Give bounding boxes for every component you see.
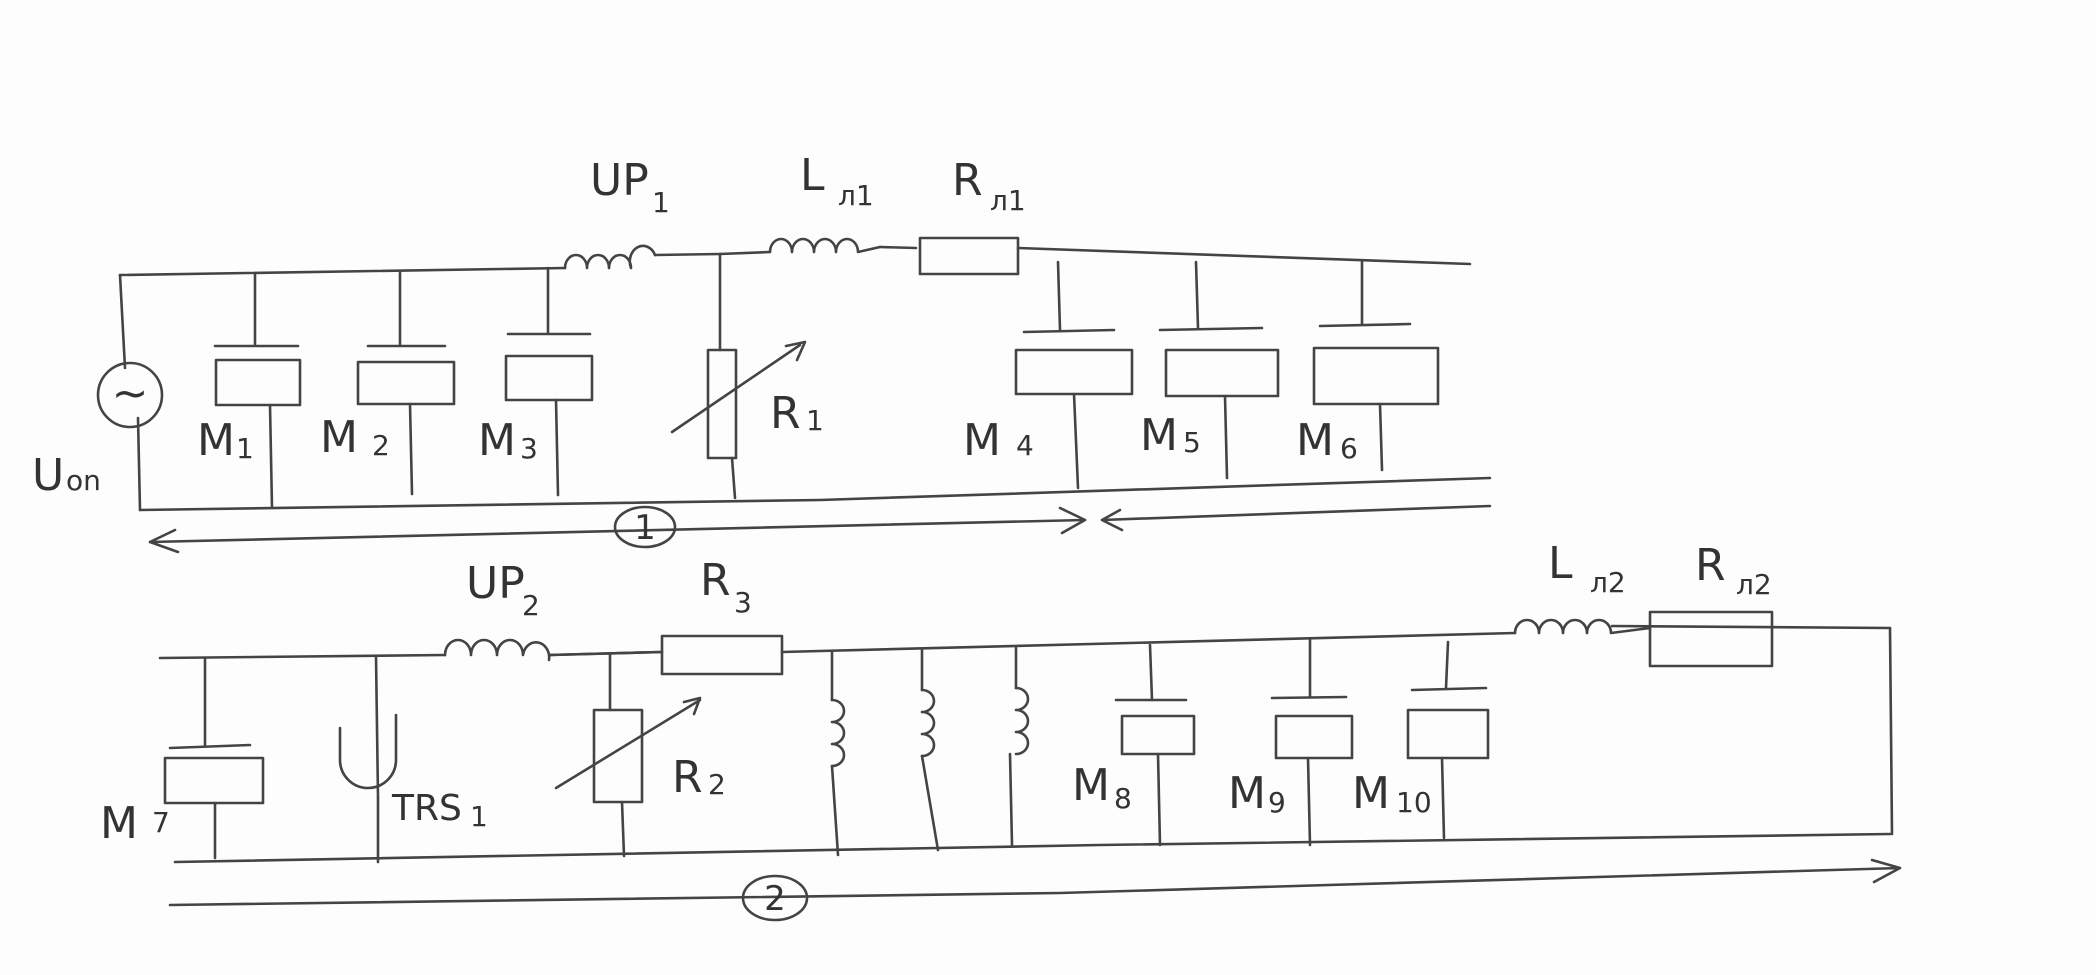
line-inductance-2-icon [1513, 618, 1652, 635]
svg-text:10: 10 [1396, 786, 1432, 819]
svg-text:л2: л2 [1590, 566, 1626, 599]
source-label: U [32, 450, 64, 501]
line-resistance-2-icon [1648, 610, 1774, 668]
circuit-number-1: 1 [613, 505, 677, 549]
transformer-icon [338, 713, 398, 790]
svg-text:4: 4 [1016, 429, 1034, 462]
svg-text:8: 8 [1114, 782, 1132, 815]
arrow-right-2-icon [168, 858, 1902, 907]
transformer-trs1 [338, 654, 398, 864]
svg-text:R: R [700, 555, 731, 606]
svg-text:L: L [1548, 538, 1573, 589]
svg-text:1: 1 [806, 404, 824, 437]
bus-bottom-2 [173, 832, 1892, 864]
motor-m6 [1312, 260, 1440, 472]
svg-text:R: R [770, 388, 801, 439]
source-label-sub: on [66, 464, 101, 497]
motor-m1 [213, 271, 302, 510]
svg-text:M: M [1140, 410, 1178, 461]
svg-text:M: M [478, 415, 516, 466]
motor-m9 [1270, 638, 1354, 847]
svg-text:9: 9 [1268, 786, 1286, 819]
inductor-branch-2-icon [920, 648, 940, 852]
arrow-left-1 [148, 518, 1087, 554]
svg-text:2: 2 [708, 768, 726, 801]
reactor-up2-icon [443, 638, 551, 662]
arrow-right-1-icon [1058, 506, 1087, 535]
svg-text:1: 1 [652, 186, 670, 219]
ac-source-icon: ~ [96, 361, 164, 429]
motor-m5 [1158, 260, 1280, 480]
inductor-branch-1-icon [830, 650, 846, 857]
svg-text:3: 3 [520, 432, 538, 465]
svg-text:M: M [100, 798, 138, 849]
svg-text:3: 3 [734, 586, 752, 619]
svg-text:M: M [1072, 760, 1110, 811]
motor-m2 [356, 269, 456, 496]
svg-text:M: M [320, 412, 358, 463]
svg-text:TRS: TRS [391, 788, 462, 829]
arrow-left-1b-icon [1100, 504, 1492, 532]
svg-text:M: M [963, 415, 1001, 466]
motor-m4 [1014, 260, 1134, 490]
rheostat-r1 [670, 252, 807, 500]
svg-text:1: 1 [470, 800, 488, 833]
svg-text:л1: л1 [990, 184, 1026, 217]
svg-text:2: 2 [764, 879, 786, 919]
motor-m3 [504, 266, 594, 497]
svg-text:л2: л2 [1736, 568, 1772, 601]
line-inductance-1-icon [768, 237, 882, 254]
svg-text:6: 6 [1340, 432, 1358, 465]
line-resistance-1-icon [918, 236, 1020, 276]
motor-m8 [1114, 643, 1196, 847]
svg-text:~: ~ [112, 368, 149, 419]
rheostat-r2 [554, 653, 702, 858]
bus-bottom-1 [138, 476, 1492, 512]
svg-text:L: L [800, 150, 825, 201]
svg-text:UP: UP [466, 558, 525, 609]
svg-text:7: 7 [152, 806, 170, 839]
svg-text:R: R [1695, 540, 1726, 591]
reactor-up1-icon [563, 244, 657, 270]
svg-text:2: 2 [522, 589, 540, 622]
inductor-branch-3-icon [1008, 646, 1030, 847]
svg-text:R: R [672, 752, 703, 803]
circuit-number-2: 2 [741, 874, 809, 922]
svg-text:л1: л1 [838, 179, 874, 212]
svg-text:M: M [197, 415, 235, 466]
motor-m10 [1406, 640, 1490, 840]
svg-text:1: 1 [236, 432, 254, 465]
svg-text:R: R [952, 155, 983, 206]
circuit-2: M 7 TRS 1 UP 2 R 3 R 2 [100, 538, 1902, 922]
svg-text:UP: UP [590, 155, 649, 206]
circuit-1: ~ U on M 1 M 2 M 3 [32, 150, 1492, 554]
resistor-r3-icon [660, 634, 784, 676]
svg-text:M: M [1228, 768, 1266, 819]
svg-text:2: 2 [372, 429, 390, 462]
svg-text:M: M [1296, 415, 1334, 466]
bus-top-1 [118, 245, 1472, 277]
motor-m7 [163, 656, 265, 860]
svg-text:5: 5 [1183, 426, 1201, 459]
svg-text:M: M [1352, 768, 1390, 819]
svg-text:1: 1 [634, 508, 656, 548]
